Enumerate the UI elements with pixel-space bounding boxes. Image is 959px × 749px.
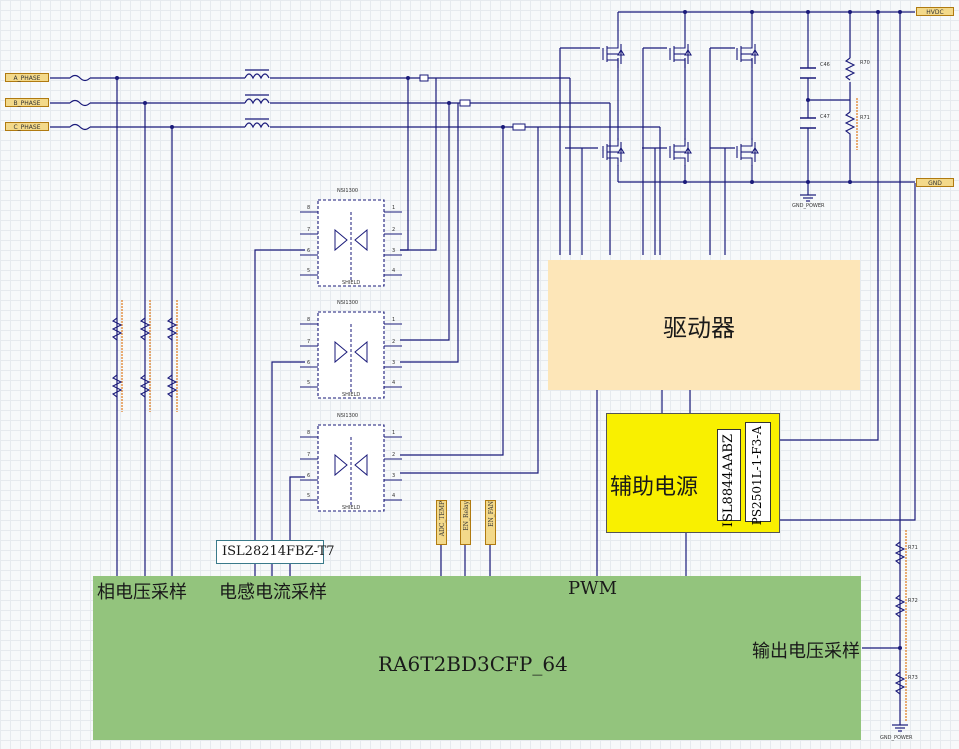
ic2-ref: SHIELD [342, 392, 361, 398]
tag-adc-temp: ADC_TEMP [436, 500, 447, 545]
aux-power-block: 辅助电源 ISL8844AABZ PS2501L-1-F3-A [606, 413, 780, 533]
tag-adc-temp-text: ADC_TEMP [439, 501, 446, 537]
ic2-pin-5: 5 [307, 380, 311, 386]
gnd-power-label-bottom: GND_POWER [880, 735, 913, 741]
tag-en-fan: EN_FAN [485, 500, 496, 545]
driver-block: 驱动器 [548, 260, 860, 390]
ic3-pin-7: 7 [307, 452, 311, 458]
ic1-pin-4: 4 [392, 268, 396, 274]
ic3-pin-8: 8 [307, 430, 311, 436]
phase-voltage-label: 相电压采样 [97, 582, 187, 603]
ic1-part: NSI1300 [337, 188, 359, 194]
ic3-pin-2: 2 [392, 452, 396, 458]
cap-label-c46: C46 [820, 62, 830, 68]
isolator-chip-1: ISL8844AABZ [717, 429, 741, 527]
ic1-ref: SHIELD [342, 280, 361, 286]
res-label-r71-top: R71 [860, 115, 870, 121]
ic3-part: NSI1300 [337, 413, 359, 419]
phase-tag-c: C_PHASE [5, 122, 49, 131]
res-label-r71: R71 [908, 545, 918, 551]
pwm-label: PWM [568, 578, 618, 599]
ic2-pin-7: 7 [307, 339, 311, 345]
ic3-pin-4: 4 [392, 493, 396, 499]
tag-en-relay: EN_Relay [460, 500, 471, 545]
current-sensor-box: ISL28214FBZ-T7 [216, 540, 335, 564]
ic1-pin-7: 7 [307, 227, 311, 233]
current-sensor-label: ISL28214FBZ-T7 [222, 544, 335, 559]
ic2-pin-8: 8 [307, 317, 311, 323]
res-label-r72: R72 [908, 598, 918, 604]
mcu-label: RA6T2BD3CFP_64 [378, 652, 568, 676]
ic1-pin-8: 8 [307, 205, 311, 211]
ic2-pin-1: 1 [392, 317, 396, 323]
mcu-block: RA6T2BD3CFP_64 [93, 576, 861, 740]
ic1-pin-6: 6 [307, 248, 311, 254]
phase-tag-b: B_PHASE [5, 98, 49, 107]
inductor-current-label: 电感电流采样 [219, 582, 327, 603]
isolator-chip-1-label: ISL8844AABZ [721, 434, 736, 528]
ic3-pin-1: 1 [392, 430, 396, 436]
ic2-pin-6: 6 [307, 360, 311, 366]
cap-label-c47: C47 [820, 114, 830, 120]
tag-en-fan-text: EN_FAN [488, 501, 495, 527]
ic2-pin-3: 3 [392, 360, 396, 366]
ic3-pin-5: 5 [307, 493, 311, 499]
ic3-pin-3: 3 [392, 473, 396, 479]
phase-tag-a: A_PHASE [5, 73, 49, 82]
ic1-pin-1: 1 [392, 205, 396, 211]
res-label-r73: R73 [908, 675, 918, 681]
ic1-pin-5: 5 [307, 268, 311, 274]
gnd-power-label-top: GND_POWER [792, 203, 825, 209]
isolator-chip-2: PS2501L-1-F3-A [745, 422, 771, 526]
ic1-pin-2: 2 [392, 227, 396, 233]
driver-label: 驱动器 [663, 314, 735, 342]
ic1-pin-3: 3 [392, 248, 396, 254]
hvdc-tag: HVDC [916, 7, 954, 16]
aux-power-label: 辅助电源 [610, 475, 699, 500]
res-label-r70: R70 [860, 60, 870, 66]
gnd-tag: GND [916, 178, 954, 187]
output-voltage-label: 输出电压采样 [752, 641, 860, 662]
ic3-ref: SHIELD [342, 505, 361, 511]
ic2-part: NSI1300 [337, 300, 359, 306]
ic2-pin-4: 4 [392, 380, 396, 386]
tag-en-relay-text: EN_Relay [463, 501, 470, 531]
ic2-pin-2: 2 [392, 339, 396, 345]
ic3-pin-6: 6 [307, 473, 311, 479]
isolator-chip-2-label: PS2501L-1-F3-A [750, 426, 764, 526]
